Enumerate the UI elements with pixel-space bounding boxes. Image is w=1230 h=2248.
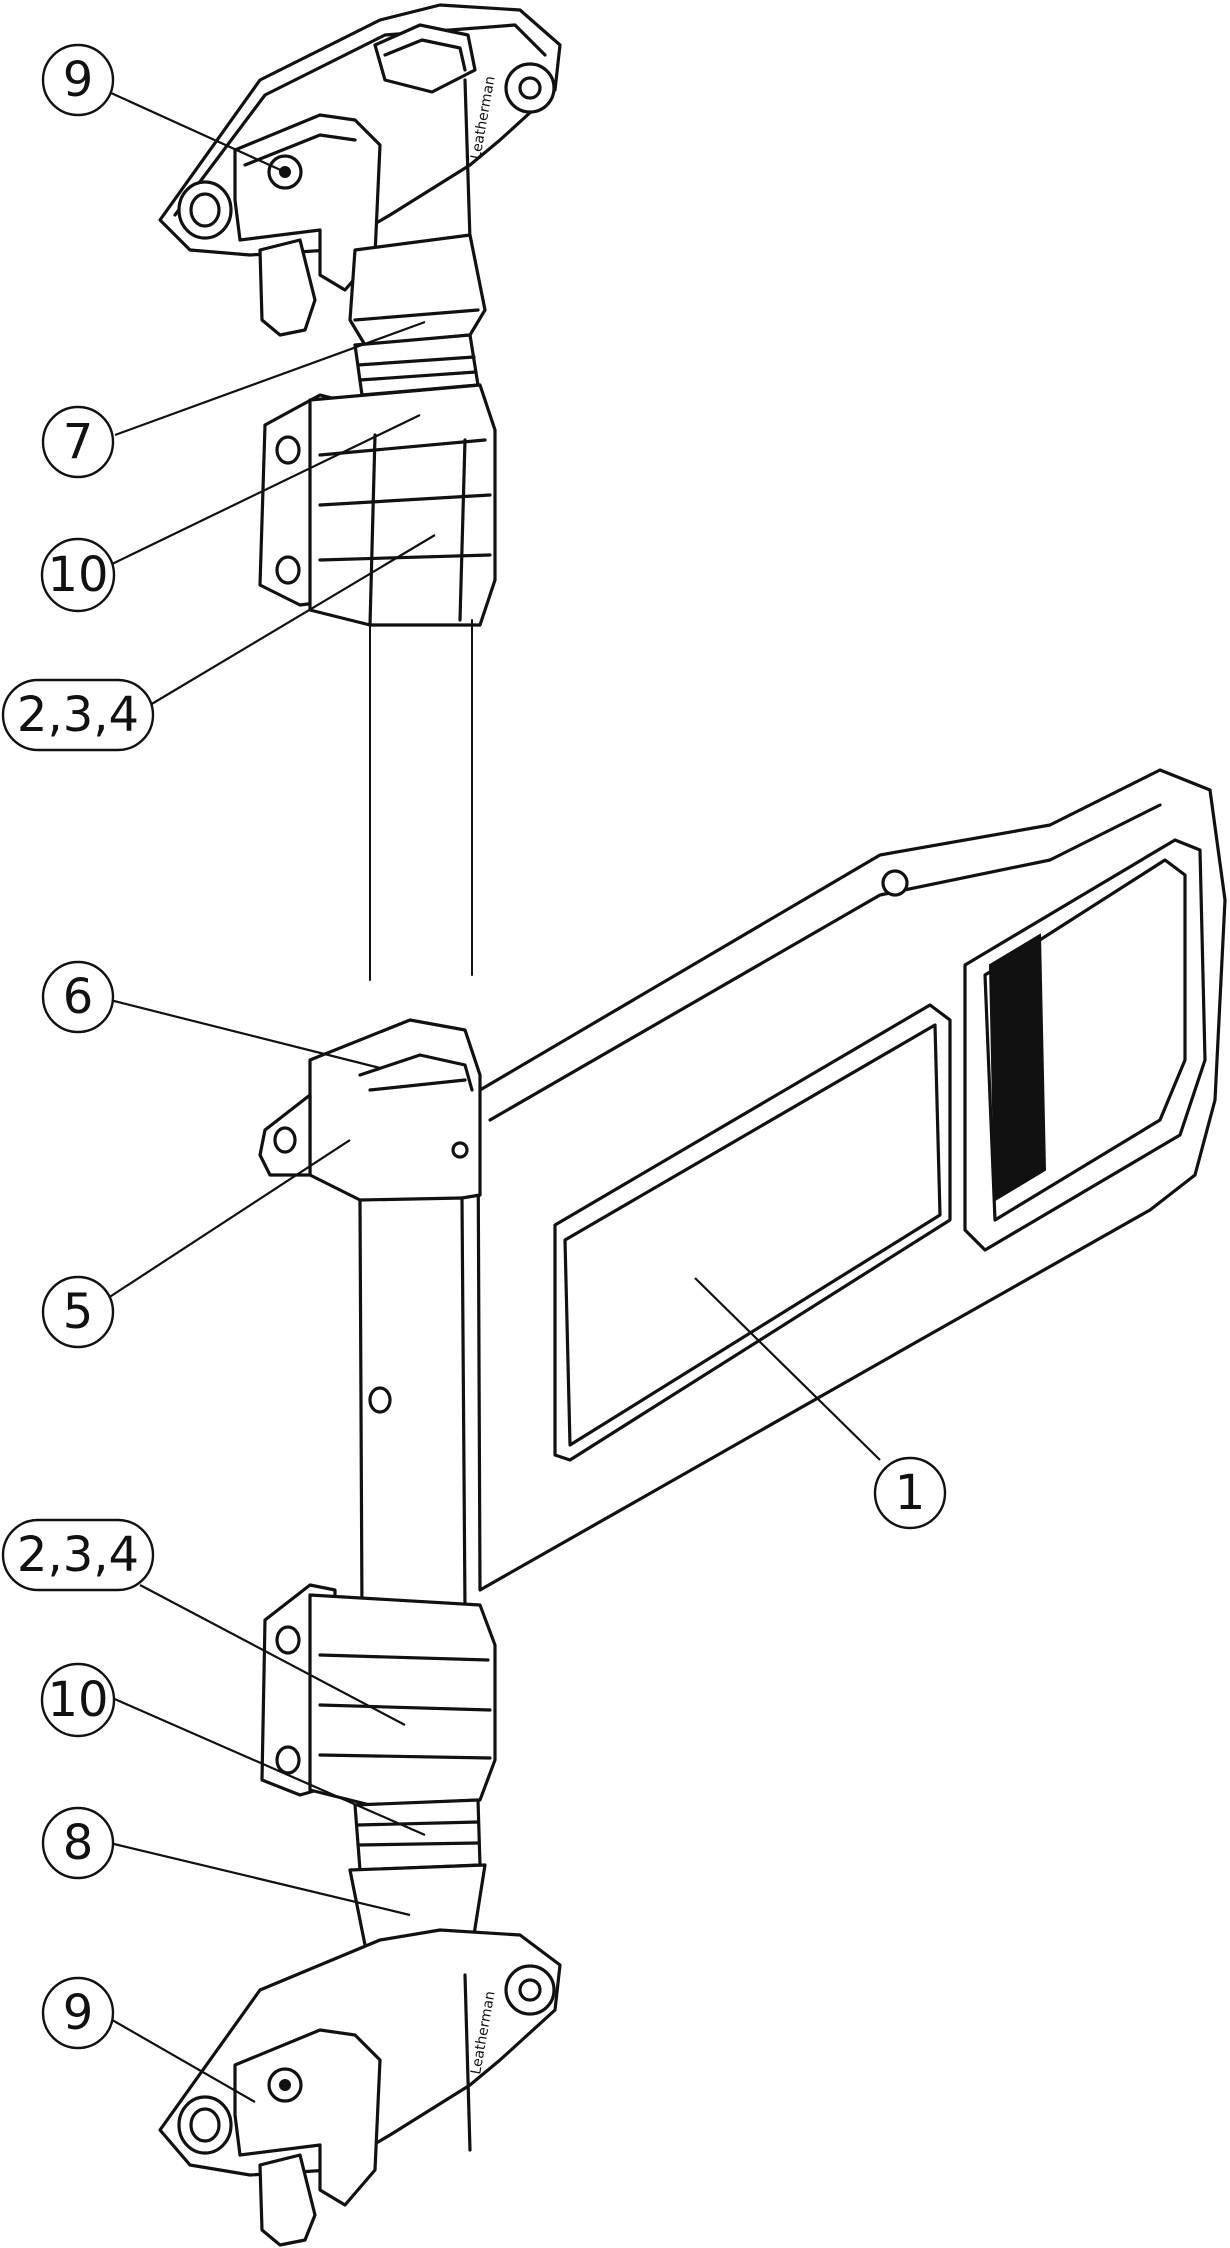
callout-1: 1 (873, 1456, 947, 1530)
callout-234-bot-label: 2,3,4 (17, 1527, 139, 1583)
main-body (258, 768, 1227, 1617)
callout-6-label: 6 (63, 969, 94, 1025)
leader-10-bot (109, 1695, 426, 1837)
callout-10-top: 10 (40, 537, 116, 613)
top-clamp: Leatherman (158, 3, 562, 347)
callout-10-bot-label: 10 (47, 1672, 108, 1728)
callout-6: 6 (41, 960, 115, 1034)
callout-234-top-label: 2,3,4 (17, 687, 139, 743)
leader-10-top (109, 414, 421, 566)
callout-234-bot: 2,3,4 (1, 1518, 155, 1592)
leader-9-bot (99, 2012, 256, 2103)
bottom-clamp: Leatherman (158, 1863, 562, 2247)
leader-234-bot (139, 1584, 406, 1726)
leader-5 (104, 1139, 351, 1301)
leader-234-top (149, 534, 436, 706)
callout-9-bot: 9 (41, 1976, 115, 2050)
leader-7 (114, 320, 426, 437)
callout-8-label: 8 (63, 1815, 94, 1871)
lower-bracket (260, 1583, 497, 1807)
callout-9-top-label: 9 (63, 52, 94, 108)
callout-5-label: 5 (63, 1284, 94, 1340)
callout-234-top: 2,3,4 (1, 678, 155, 752)
leader-1 (694, 1277, 881, 1461)
leader-lines (99, 86, 881, 2103)
upper-bracket (258, 383, 497, 627)
pipe (369, 619, 473, 981)
callout-1-label: 1 (895, 1465, 926, 1521)
leader-8 (109, 1841, 411, 1917)
callout-10-bot: 10 (40, 1662, 116, 1738)
callout-7-label: 7 (63, 414, 94, 470)
callout-8: 8 (41, 1806, 115, 1880)
callout-9-bot-label: 9 (63, 1985, 94, 2041)
callout-10-top-label: 10 (47, 547, 108, 603)
nut-8 (353, 1798, 482, 1872)
leader-9-top (99, 86, 286, 174)
callout-5: 5 (41, 1275, 115, 1349)
callout-9-top: 9 (41, 43, 115, 117)
callout-7: 7 (41, 405, 115, 479)
leader-6 (109, 998, 381, 1070)
